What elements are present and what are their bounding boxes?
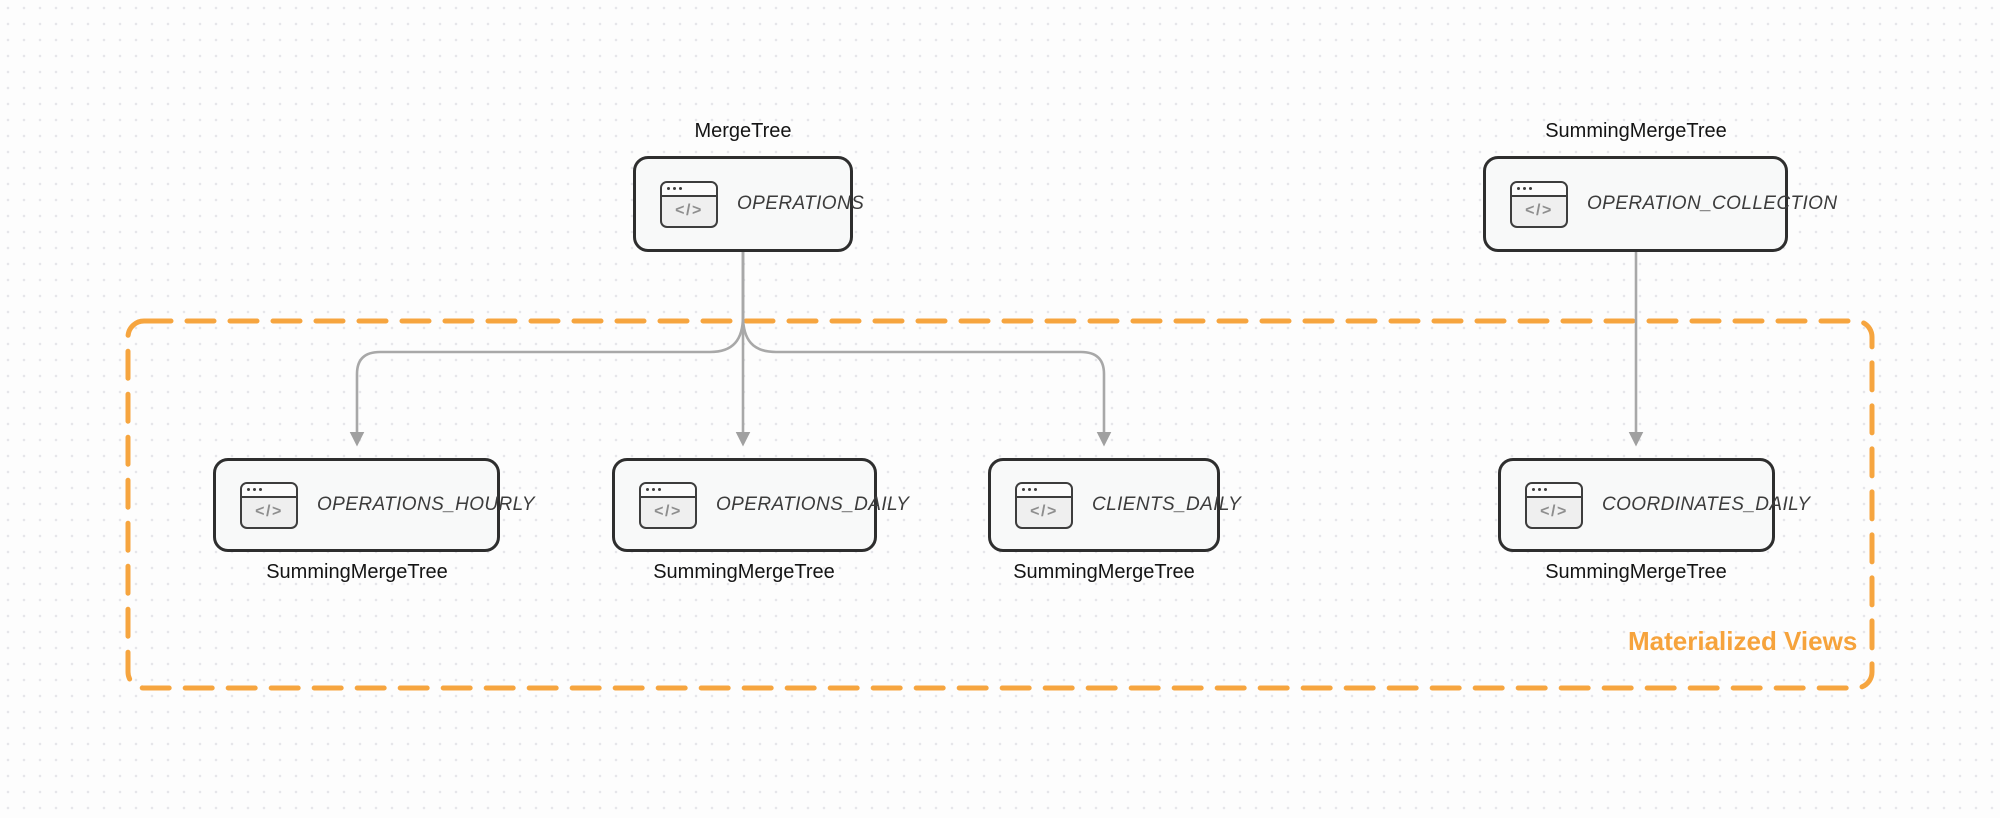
code-window-icon: </> bbox=[639, 481, 697, 529]
engine-label-coordinates-daily: SummingMergeTree bbox=[1545, 561, 1727, 583]
code-window-icon: </> bbox=[1525, 481, 1583, 529]
edge-operations-to-clients-daily bbox=[741, 252, 1112, 447]
code-glyph-icon: </> bbox=[675, 202, 703, 219]
materialized-views-caption: Materialized Views bbox=[1628, 626, 1858, 656]
node-operations-hourly[interactable]: </> OPERATIONS_HOURLY bbox=[213, 458, 535, 552]
code-glyph-icon: </> bbox=[255, 503, 283, 520]
code-window-icon: </> bbox=[1015, 481, 1073, 529]
node-operation-collection[interactable]: </> OPERATION_COLLECTION bbox=[1483, 156, 1837, 252]
code-window-icon: </> bbox=[1510, 180, 1568, 228]
node-label: OPERATION_COLLECTION bbox=[1587, 193, 1838, 214]
node-label: OPERATIONS_DAILY bbox=[716, 494, 910, 515]
window-dots-icon bbox=[1017, 483, 1071, 498]
node-label: OPERATIONS bbox=[737, 193, 865, 214]
code-glyph-icon: </> bbox=[1525, 202, 1553, 219]
code-glyph-icon: </> bbox=[1540, 503, 1568, 520]
code-glyph-icon: </> bbox=[1030, 503, 1058, 520]
window-dots-icon bbox=[1512, 182, 1566, 197]
node-label: CLIENTS_DAILY bbox=[1092, 494, 1242, 515]
engine-label-operations-hourly: SummingMergeTree bbox=[266, 561, 448, 583]
window-dots-icon bbox=[1527, 483, 1581, 498]
window-dots-icon bbox=[242, 483, 296, 498]
engine-label-clients-daily: SummingMergeTree bbox=[1013, 561, 1195, 583]
edge-operations-to-operations-hourly bbox=[349, 252, 745, 447]
code-window-icon: </> bbox=[240, 481, 298, 529]
code-window-icon: </> bbox=[660, 180, 718, 228]
node-operations[interactable]: </> OPERATIONS bbox=[633, 156, 864, 252]
node-clients-daily[interactable]: </> CLIENTS_DAILY bbox=[988, 458, 1241, 552]
node-label: OPERATIONS_HOURLY bbox=[317, 494, 535, 515]
window-dots-icon bbox=[662, 182, 716, 197]
engine-label-operations: MergeTree bbox=[694, 120, 792, 142]
node-label: COORDINATES_DAILY bbox=[1602, 494, 1811, 515]
code-glyph-icon: </> bbox=[654, 503, 682, 520]
engine-label-operations-daily: SummingMergeTree bbox=[653, 561, 835, 583]
node-coordinates-daily[interactable]: </> COORDINATES_DAILY bbox=[1498, 458, 1810, 552]
node-operations-daily[interactable]: </> OPERATIONS_DAILY bbox=[612, 458, 909, 552]
window-dots-icon bbox=[641, 483, 695, 498]
engine-label-operation-collection: SummingMergeTree bbox=[1545, 120, 1727, 142]
